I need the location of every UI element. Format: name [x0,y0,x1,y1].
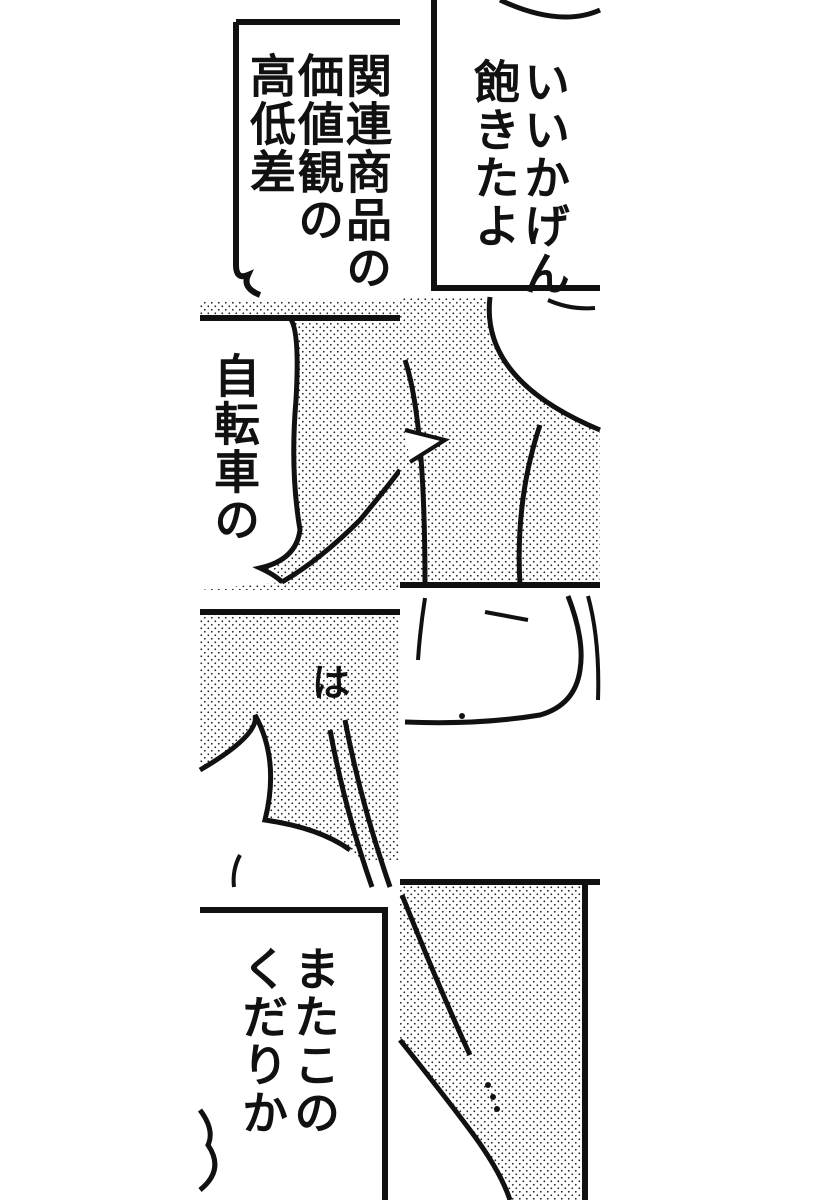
panel-1-right [431,0,602,291]
panel-3-left [198,609,400,888]
panel-4-left [197,907,388,1200]
panel-1-right-col-1: いいかげん [517,58,571,298]
panel-4-right [398,879,600,1200]
panel-4-left-col-1: またこの [287,945,341,1137]
panel-1-left-col-2: 価値観の [291,52,345,244]
panel-2-left [200,300,402,590]
panel-1-left [233,19,400,298]
panel-2-left-col-1: 自転車の [207,352,261,544]
panel-1-right-col-2: 飽きたよ [467,58,521,250]
panel-2-right [400,296,601,588]
panel-3-sfx: は [312,661,351,705]
panel-1-left-col-3: 高低差 [243,52,297,196]
panel-1-left-col-1: 関連商品の [339,52,393,292]
panel-3-right [400,590,601,880]
panel-4-left-col-2: くだりか [235,945,289,1137]
